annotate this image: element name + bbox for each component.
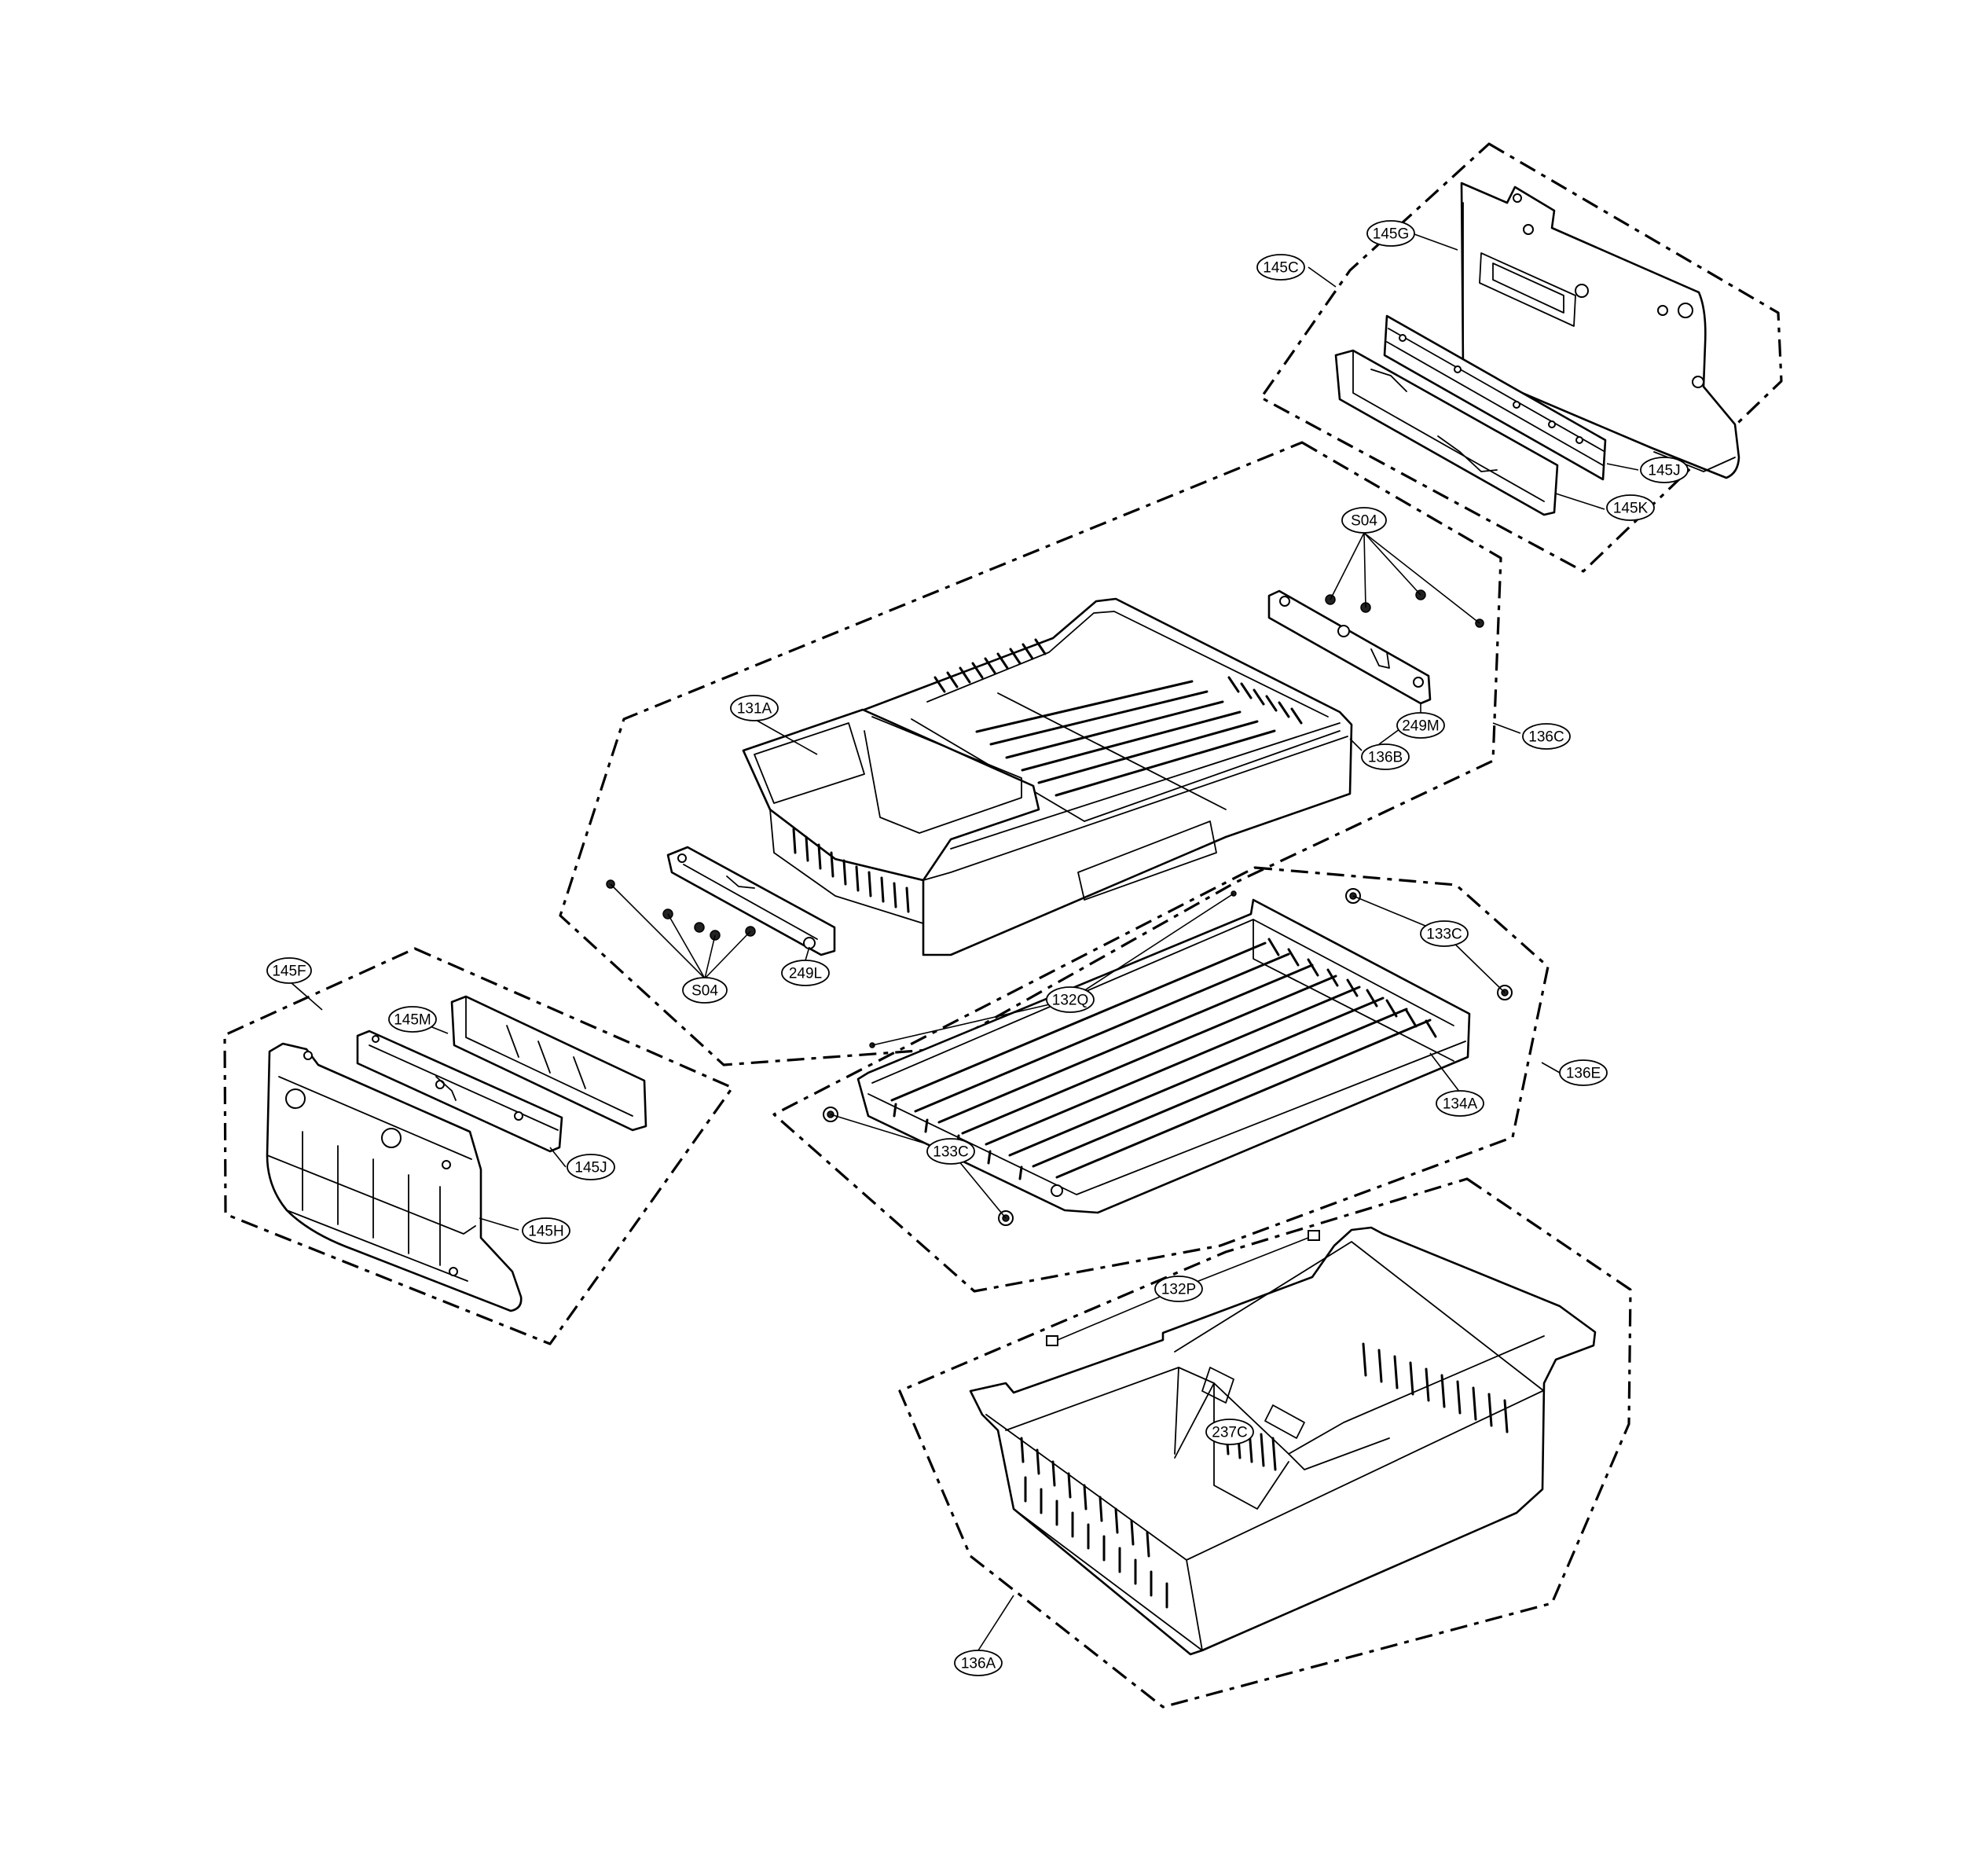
callout-S04-bottom: S04 [682, 977, 728, 1004]
callout-145M: 145M [388, 1006, 437, 1033]
callout-133C-right: 133C [1420, 920, 1469, 947]
svg-text:145J: 145J [574, 1160, 607, 1176]
inner-bin-131A [742, 708, 1040, 924]
svg-text:132Q: 132Q [1052, 993, 1088, 1009]
bracket-249L [666, 846, 836, 956]
callout-145G: 145G [1366, 220, 1415, 247]
group-145F-boundary [223, 947, 734, 1345]
clips-132P [1046, 1230, 1320, 1346]
callout-136B: 136B [1361, 743, 1410, 770]
group-136A-boundary [898, 1177, 1632, 1709]
svg-text:145F: 145F [272, 964, 306, 980]
bracket-145H [266, 1042, 523, 1312]
callout-136C: 136C [1522, 723, 1571, 750]
bottom-drawer-136A [969, 1226, 1597, 1656]
svg-text:237C: 237C [1212, 1425, 1247, 1441]
svg-text:249L: 249L [789, 966, 822, 982]
svg-text:136A: 136A [961, 1656, 996, 1672]
rail-cover-145M [450, 995, 647, 1132]
svg-text:145J: 145J [1648, 463, 1680, 479]
rail-cover-145K [1334, 349, 1559, 516]
svg-text:133C: 133C [933, 1144, 968, 1161]
svg-text:S04: S04 [1351, 513, 1377, 530]
bracket-145G [1460, 182, 1740, 479]
svg-text:145K: 145K [1613, 501, 1649, 517]
callout-136E: 136E [1559, 1059, 1608, 1086]
slide-rail-145J-left [356, 1030, 563, 1153]
svg-text:136E: 136E [1566, 1066, 1601, 1082]
callout-133C-left: 133C [926, 1138, 975, 1165]
callout-136A: 136A [954, 1650, 1003, 1676]
slide-rail-145J-top [1383, 314, 1607, 481]
group-145C-boundary [1260, 142, 1783, 573]
tray-134A [856, 898, 1471, 1214]
svg-text:145C: 145C [1263, 260, 1298, 277]
svg-text:136B: 136B [1368, 750, 1403, 766]
svg-text:145M: 145M [394, 1012, 431, 1029]
svg-text:S04: S04 [691, 983, 718, 1000]
callout-131A: 131A [730, 695, 779, 721]
svg-text:133C: 133C [1426, 927, 1462, 943]
callout-145J-top: 145J [1640, 457, 1689, 483]
callout-145H: 145H [522, 1217, 570, 1244]
svg-text:145H: 145H [528, 1224, 563, 1240]
group-136E-boundary [772, 866, 1550, 1293]
svg-text:249M: 249M [1402, 718, 1440, 735]
svg-text:136C: 136C [1528, 729, 1564, 746]
screws-S04-top [1325, 589, 1484, 628]
callout-145C: 145C [1256, 254, 1305, 281]
callout-134A: 134A [1436, 1090, 1484, 1117]
callout-237C: 237C [1205, 1419, 1254, 1445]
callout-145K: 145K [1606, 494, 1655, 521]
callout-S04-top: S04 [1341, 507, 1387, 534]
callout-132P: 132P [1154, 1276, 1203, 1302]
svg-text:145G: 145G [1373, 226, 1409, 243]
bracket-249M [1267, 589, 1432, 705]
svg-text:131A: 131A [737, 701, 772, 718]
svg-text:134A: 134A [1443, 1096, 1478, 1113]
callout-145J-left: 145J [567, 1154, 615, 1180]
svg-text:132P: 132P [1161, 1282, 1196, 1298]
callout-145F: 145F [266, 957, 312, 984]
callout-132Q: 132Q [1046, 986, 1095, 1013]
callout-249M: 249M [1396, 712, 1445, 739]
callout-249L: 249L [781, 960, 830, 986]
